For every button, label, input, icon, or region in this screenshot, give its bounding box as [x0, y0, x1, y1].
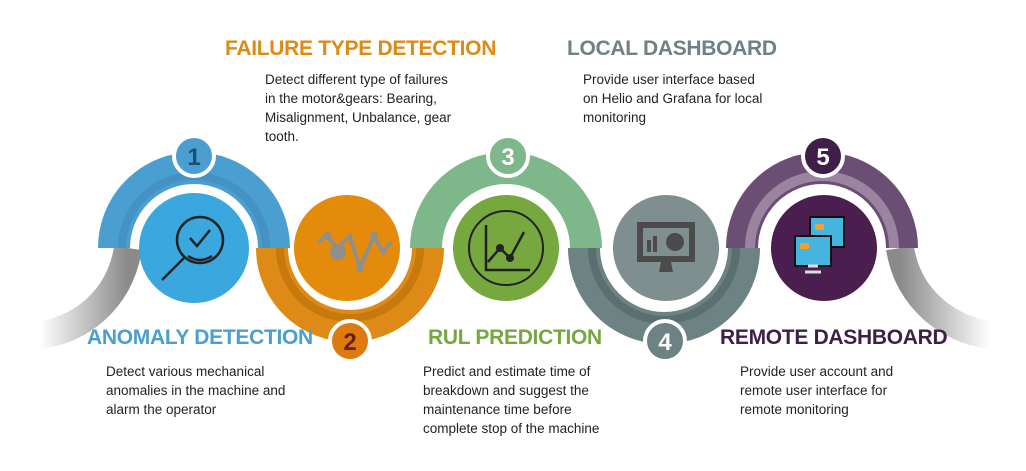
step-5-number: 5: [816, 144, 829, 171]
step-1-title: ANOMALY DETECTION: [87, 326, 313, 349]
vibration-chart-icon: [294, 195, 400, 301]
step-1-description: Detect various mechanical anomalies in t…: [106, 364, 286, 417]
line-chart-icon: [453, 195, 559, 301]
step-2-description: Detect different type of failures in the…: [265, 72, 452, 144]
step-badge-4: 4: [643, 319, 687, 363]
arc-2-shade: [276, 247, 424, 322]
step-badge-1: 1: [172, 134, 216, 178]
step-5-description: Provide user account and remote user int…: [740, 364, 894, 417]
step-3-title: RUL PREDICTION: [428, 326, 602, 349]
step-badge-3: 3: [486, 134, 530, 178]
magnifier-check-icon: [139, 193, 249, 303]
step-3-number: 3: [501, 144, 514, 171]
step-4-title: LOCAL DASHBOARD: [567, 37, 777, 60]
step-badge-5: 5: [801, 134, 845, 178]
step-badge-2: 2: [328, 319, 372, 363]
step-4-description: Provide user interface based on Helio an…: [583, 72, 763, 125]
step-5-title: REMOTE DASHBOARD: [720, 326, 948, 349]
monitor-chart-icon: [613, 195, 719, 301]
step-4-number: 4: [658, 329, 672, 356]
left-tail: [37, 245, 142, 349]
step-1-number: 1: [187, 144, 200, 171]
right-tail: [886, 245, 993, 349]
step-3-description: Predict and estimate time of breakdown a…: [423, 364, 600, 436]
step-2-title: FAILURE TYPE DETECTION: [225, 37, 497, 60]
step-2-number: 2: [343, 329, 356, 356]
remote-dashboard-icon: [771, 195, 877, 301]
